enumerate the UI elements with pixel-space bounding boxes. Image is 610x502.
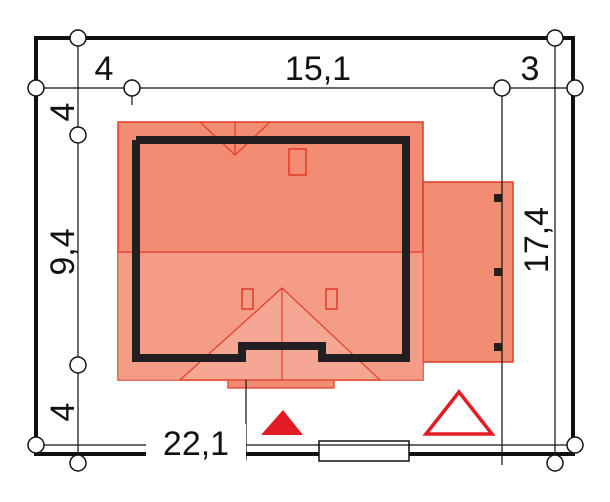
dimension-node-icon [566, 79, 584, 97]
roof-window [241, 288, 254, 310]
dimension-node-icon [69, 126, 87, 144]
dimension-node-icon [27, 436, 45, 454]
dimension-node-icon [546, 454, 564, 472]
dim-top-middle: 15,1 [285, 50, 351, 88]
dimension-node-icon [493, 79, 511, 97]
dim-left-top: 4 [44, 103, 82, 122]
plot-boundary [34, 36, 575, 456]
dim-top-left: 4 [95, 50, 114, 88]
dimension-labels: 4 15,1 3 4 9,4 4 22,1 17,4 [44, 50, 556, 463]
dimension-lines [28, 30, 583, 470]
gate [318, 440, 410, 462]
annex-post [494, 268, 502, 276]
annex-post [494, 194, 502, 202]
dimension-node-icon [69, 29, 87, 47]
dim-left-bottom: 4 [44, 403, 82, 422]
annex-post [494, 343, 502, 351]
dim-right: 17,4 [518, 207, 556, 273]
dimension-nodes [27, 29, 584, 472]
label-backdrop [146, 424, 246, 462]
roof-window [288, 148, 307, 176]
filled-triangle-icon [261, 410, 303, 435]
dimension-node-icon [69, 454, 87, 472]
dim-left-middle: 9,4 [44, 228, 82, 275]
building [117, 121, 514, 389]
dimension-node-icon [27, 79, 45, 97]
roof-window [325, 288, 338, 310]
dim-top-right: 3 [521, 50, 540, 88]
dimension-node-icon [566, 436, 584, 454]
outline-triangle-icon [422, 389, 496, 436]
dimension-node-icon [69, 356, 87, 374]
dimension-node-icon [123, 79, 141, 97]
dim-bottom: 22,1 [163, 425, 229, 463]
dimension-node-icon [546, 29, 564, 47]
outer-walls [132, 136, 410, 362]
